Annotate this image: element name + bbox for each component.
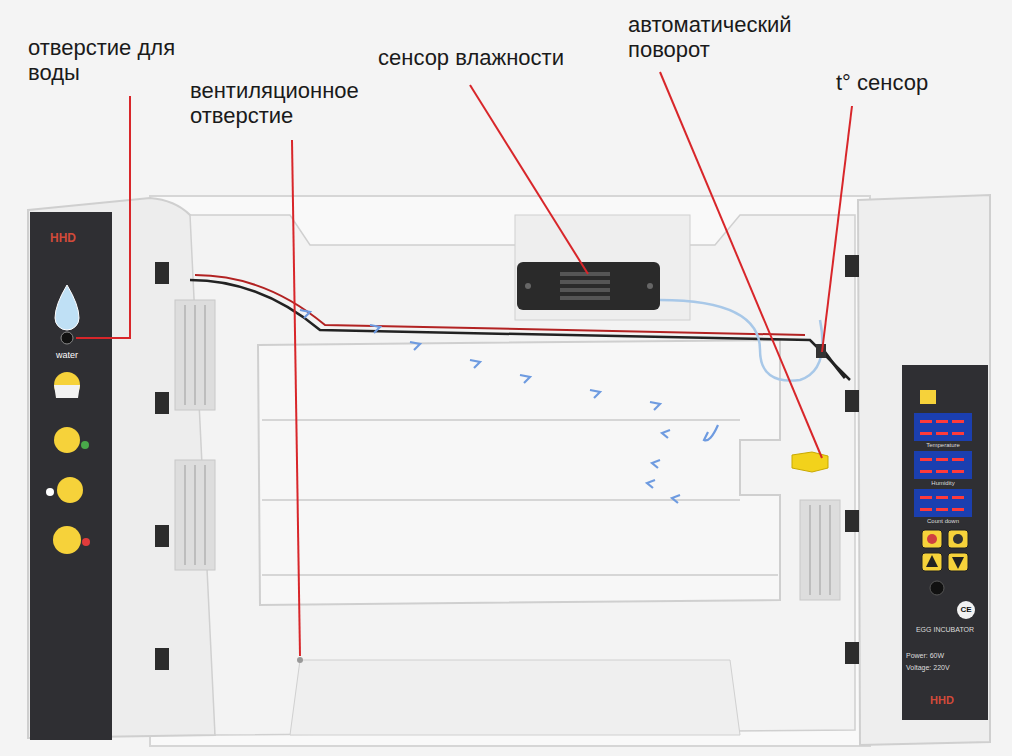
callout-label: автоматический поворот (628, 12, 863, 63)
callout-label: сенсор влажности (378, 45, 628, 70)
panel-text: Count down (910, 518, 976, 525)
callout-label: t° сенсор (836, 70, 976, 95)
callout-label: вентиляционное отверстие (190, 78, 425, 129)
panel-text: Humidity (910, 480, 976, 487)
panel-text: Voltage: 220V (906, 664, 986, 672)
panel-text: Temperature (910, 442, 976, 449)
brand-logo: HHD (50, 232, 100, 246)
panel-text: Power: 60W (906, 652, 986, 660)
panel-text: EGG INCUBATOR (904, 626, 986, 634)
panel-text: water (45, 350, 89, 360)
brand-logo: HHD (930, 694, 980, 707)
ce-mark: CE (957, 605, 975, 614)
callout-label: отверстие для воды (28, 35, 218, 86)
